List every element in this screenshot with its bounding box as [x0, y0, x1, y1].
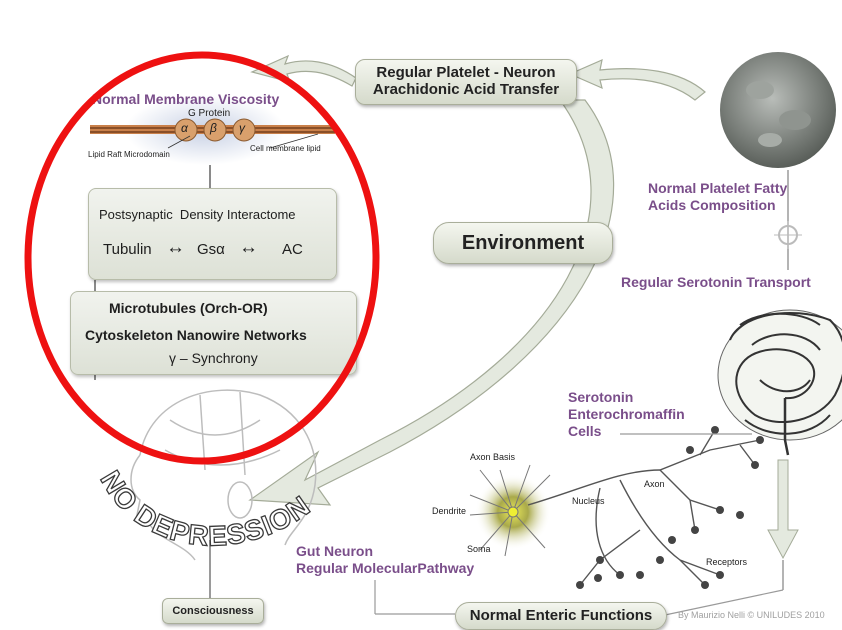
platelet-to-transfer-arrow	[568, 58, 706, 101]
enterochromaffin-label-3: Cells	[568, 423, 602, 439]
environment-box: Environment	[433, 222, 613, 264]
soma-label: Soma	[467, 544, 491, 554]
transfer-line2: Arachidonic Acid Transfer	[372, 81, 560, 98]
no-depression-text: NO DEPRESSION	[94, 465, 316, 551]
intestine-image	[717, 309, 842, 456]
gut-neuron-label-1: Gut Neuron	[296, 543, 373, 559]
nucleus-label: Nucleus	[572, 496, 605, 506]
serotonin-transport-label: Regular Serotonin Transport	[621, 274, 811, 290]
platelet-fatty-label-1: Normal Platelet Fatty	[648, 180, 788, 196]
platelet-neuron-transfer-box: Regular Platelet - Neuron Arachidonic Ac…	[355, 59, 577, 105]
platelet-fatty-label-2: Acids Composition	[648, 197, 776, 213]
enteric-label: Normal Enteric Functions	[469, 607, 653, 624]
enterochromaffin-label-1: Serotonin	[568, 389, 634, 405]
consciousness-label: Consciousness	[172, 605, 254, 617]
credit-text: By Maurizio Nelli © UNILUDES 2010	[678, 610, 825, 620]
right-down-arrow	[767, 459, 799, 560]
axon-basis-label: Axon Basis	[470, 452, 516, 462]
transfer-line1: Regular Platelet - Neuron	[376, 64, 556, 81]
dendrite-label: Dendrite	[432, 506, 467, 516]
environment-label: Environment	[461, 232, 585, 254]
axon-label: Axon	[644, 479, 665, 489]
enterochromaffin-label-2: Enterochromaffin	[568, 406, 685, 422]
enteric-functions-box: Normal Enteric Functions	[455, 602, 667, 630]
neuron-image	[469, 426, 764, 589]
platelet-image	[720, 52, 836, 168]
gut-neuron-label-2: Regular MolecularPathway	[296, 560, 475, 576]
receptors-label: Receptors	[706, 557, 748, 567]
consciousness-box: Consciousness	[162, 598, 264, 624]
